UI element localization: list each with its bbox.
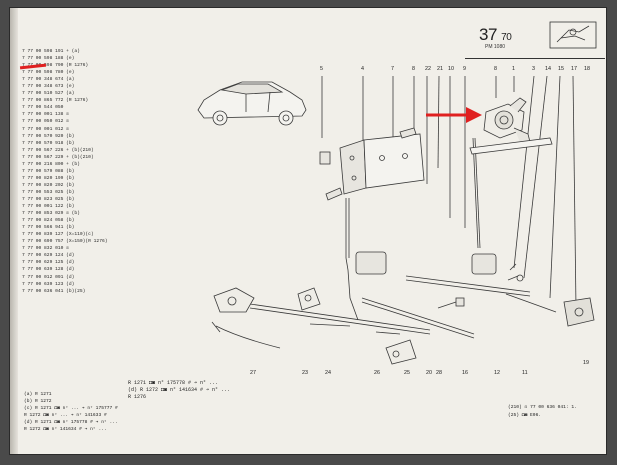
part-number-row: 7 77 00 579 088 (b) [22,168,75,174]
part-number-row: 7 77 00 001 122 (b) [22,204,75,210]
exploded-view-diagram [197,75,595,365]
footnote-row: (a) R 1271 [24,392,52,397]
serial-row: (d) R 1272 ◘◙ n° 141634 # ➔ n° ... [128,387,231,393]
reference-number: 21 [437,66,443,72]
valve-assembly [483,97,531,143]
part-number-row: 7 77 00 865 772 (R 1276) [22,98,89,104]
serial-table: R 1271 ◘◙ n° 175778 # ➔ n° ...(d) R 1272… [128,380,230,401]
footnote-row: R 1272 ◘◙ n° 141634 # ➔ n° ... [24,427,107,432]
assembly-thumbnail-icon [549,21,597,49]
reference-number: 23 [302,370,308,376]
reference-number: 11 [522,370,528,376]
header-rule [465,58,605,59]
page-number: 37 70 [479,25,512,45]
part-number-row: 7 77 00 012 091 (d) [22,274,75,280]
serial-row: R 1276 [128,394,147,400]
reference-number: 12 [494,370,500,376]
part-number-row: 7 77 00 629 124 (d) [22,253,75,259]
reference-number: 26 [374,370,380,376]
reference-number: 24 [325,370,331,376]
reference-number: 5 [320,66,323,72]
footnote-list: (a) R 1271 (b) R 1272 (c) R 1271 ◘◙ n° ...… [24,391,118,433]
page-header: 37 70 PM 1080 [465,21,605,59]
part-number-row: 7 77 00 001 012 ☒ [22,126,69,132]
part-number-row: 7 77 00 216 800 + (b) [22,161,80,167]
part-number-row: 7 77 00 823 025 (b) [22,196,75,202]
part-number-row: 7 77 00 853 029 ☒ (b) [22,211,80,217]
reference-number: 20 [426,370,432,376]
reference-number: 19 [583,360,589,366]
reference-number: 10 [448,66,454,72]
part-number-row: 7 77 00 050 012 ☒ [22,119,69,125]
part-number-row: 7 77 00 570 920 (b) [22,133,75,139]
part-number-row: 7 77 00 553 025 (b) [22,189,75,195]
notes-box: (210) ☒ 77 00 636 041: 1. (25) ◘◙ E06. [508,404,577,420]
reference-number: 7 [391,66,394,72]
reference-number: 8 [412,66,415,72]
part-number-row: 7 77 00 566 941 (b) [22,225,75,231]
reference-number: 25 [404,370,410,376]
part-number-row: 7 77 00 598 188 (e) [22,56,75,62]
part-number-row: 7 77 00 629 125 (d) [22,260,75,266]
reference-number: 16 [462,370,468,376]
part-number-row: 7 77 00 570 918 (b) [22,140,75,146]
note-row: (210) ☒ 77 00 636 041: 1. [508,405,577,410]
leader-lines [321,75,577,309]
red-arrow-annotation [426,107,482,123]
reference-number: 18 [584,66,590,72]
reference-number: 17 [571,66,577,72]
part-number-row: 7 77 00 636 041 (b)(25) [22,288,86,294]
part-number-row: 7 77 00 001 138 ☒ [22,112,69,118]
reference-number: 4 [361,66,364,72]
reference-number: 15 [558,66,564,72]
part-number-row: 7 77 00 824 058 (b) [22,218,75,224]
reference-number: 28 [436,370,442,376]
part-number-row: 7 77 00 598 780 (e) [22,70,75,76]
part-number-row: 7 77 00 348 674 (a) [22,77,75,83]
page-number-suffix: 70 [501,32,512,43]
part-number-row: 7 77 00 839 127 (X=110)(c) [22,232,94,238]
part-number-row: 7 77 00 510 527 (a) [22,91,75,97]
reference-number: 8 [494,66,497,72]
reference-number: 14 [545,66,551,72]
catalog-page: 7 77 00 598 191 + (a) 7 77 00 598 188 (e)… [10,8,606,454]
reference-number: 22 [425,66,431,72]
reference-number: 3 [532,66,535,72]
footnote-row: (d) R 1271 ◘◙ n° 175778 # ➔ n° ... [24,420,118,425]
part-number-row: 7 77 00 820 202 (b) [22,182,75,188]
page-binding [10,8,18,454]
footnote-row: (c) R 1271 ◘◙ n° ... ➔ n° 175777 # [24,406,118,411]
car-illustration [197,81,307,126]
part-number-row: 7 77 00 544 050 [22,105,64,111]
part-number-row: 7 77 00 598 790 (R 1276) [22,63,89,69]
part-number-row: 7 77 00 598 191 + (a) [22,49,80,54]
part-number-row: 7 77 00 639 123 (d) [22,281,75,287]
reference-number: 9 [463,66,466,72]
part-number-row: 7 77 00 832 010 ☒ [22,246,69,252]
part-number-row: 7 77 00 567 226 + (b)(210) [22,147,94,153]
reference-number: 1 [512,66,515,72]
page-number-main: 37 [479,25,497,44]
footnote-row: (b) R 1272 [24,399,52,404]
footnote-row: R 1272 ◘◙ n° ... ➔ n° 141633 # [24,413,107,418]
serial-row: R 1271 ◘◙ n° 175778 # ➔ n° ... [128,380,219,386]
reference-number: 27 [250,370,256,376]
part-number-row: 7 77 00 348 673 (e) [22,84,75,90]
note-row: (25) ◘◙ E06. [508,413,542,418]
page-date: PM 1080 [485,44,506,50]
part-number-row: 7 77 00 639 128 (d) [22,267,75,273]
part-number-row: 7 77 00 567 229 + (b)(210) [22,154,94,160]
parts-number-list: 7 77 00 598 191 + (a) 7 77 00 598 188 (e)… [22,48,108,295]
part-number-row: 7 77 00 820 199 (b) [22,175,75,181]
part-number-row: 7 77 00 690 757 (X=150)(R 1276) [22,239,108,245]
